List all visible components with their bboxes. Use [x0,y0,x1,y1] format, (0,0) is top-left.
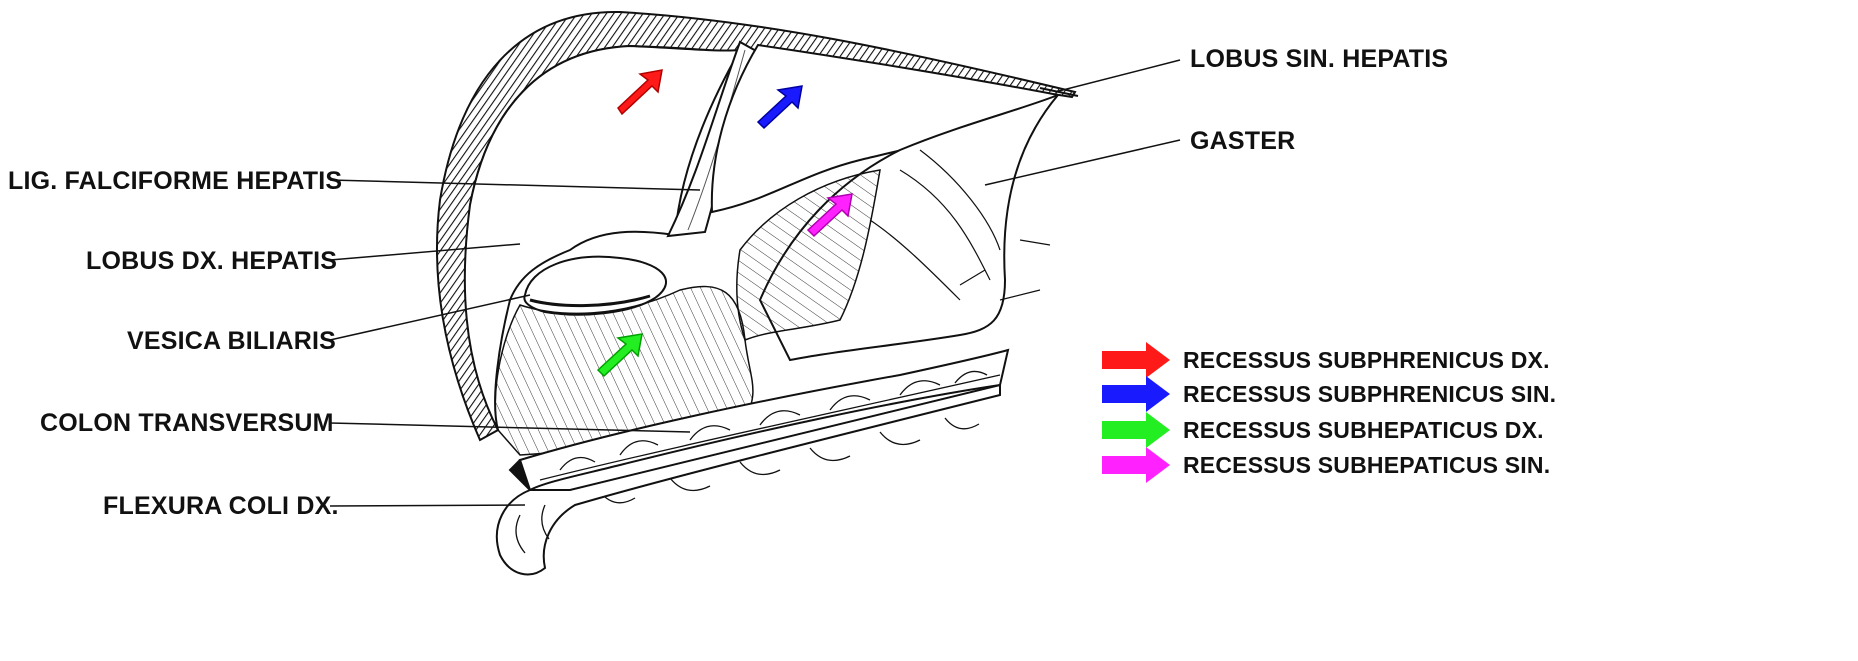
label-flexura-coli-dx: FLEXURA COLI DX. [103,492,339,521]
legend-label-subphrenicus-sin: RECESSUS SUBPHRENICUS SIN. [1183,381,1556,408]
legend-label-subhepaticus-sin: RECESSUS SUBHEPATICUS SIN. [1183,452,1550,479]
legend-label-subphrenicus-dx: RECESSUS SUBPHRENICUS DX. [1183,347,1550,374]
legend-arrow-red [1102,342,1170,378]
legend-arrow-green [1102,412,1170,448]
label-vesica-biliaris: VESICA BILIARIS [127,327,336,356]
label-gaster: GASTER [1190,127,1295,156]
legend-swatches [1102,342,1170,483]
legend-arrow-magenta [1102,447,1170,483]
label-colon-transversum: COLON TRANSVERSUM [40,409,334,438]
legend-arrow-blue [1102,376,1170,412]
label-lobus-sin-hepatis: LOBUS SIN. HEPATIS [1190,45,1448,74]
label-lobus-dx-hepatis: LOBUS DX. HEPATIS [86,247,337,276]
legend-label-subhepaticus-dx: RECESSUS SUBHEPATICUS DX. [1183,417,1544,444]
label-lig-falciforme-hepatis: LIG. FALCIFORME HEPATIS [8,167,342,196]
